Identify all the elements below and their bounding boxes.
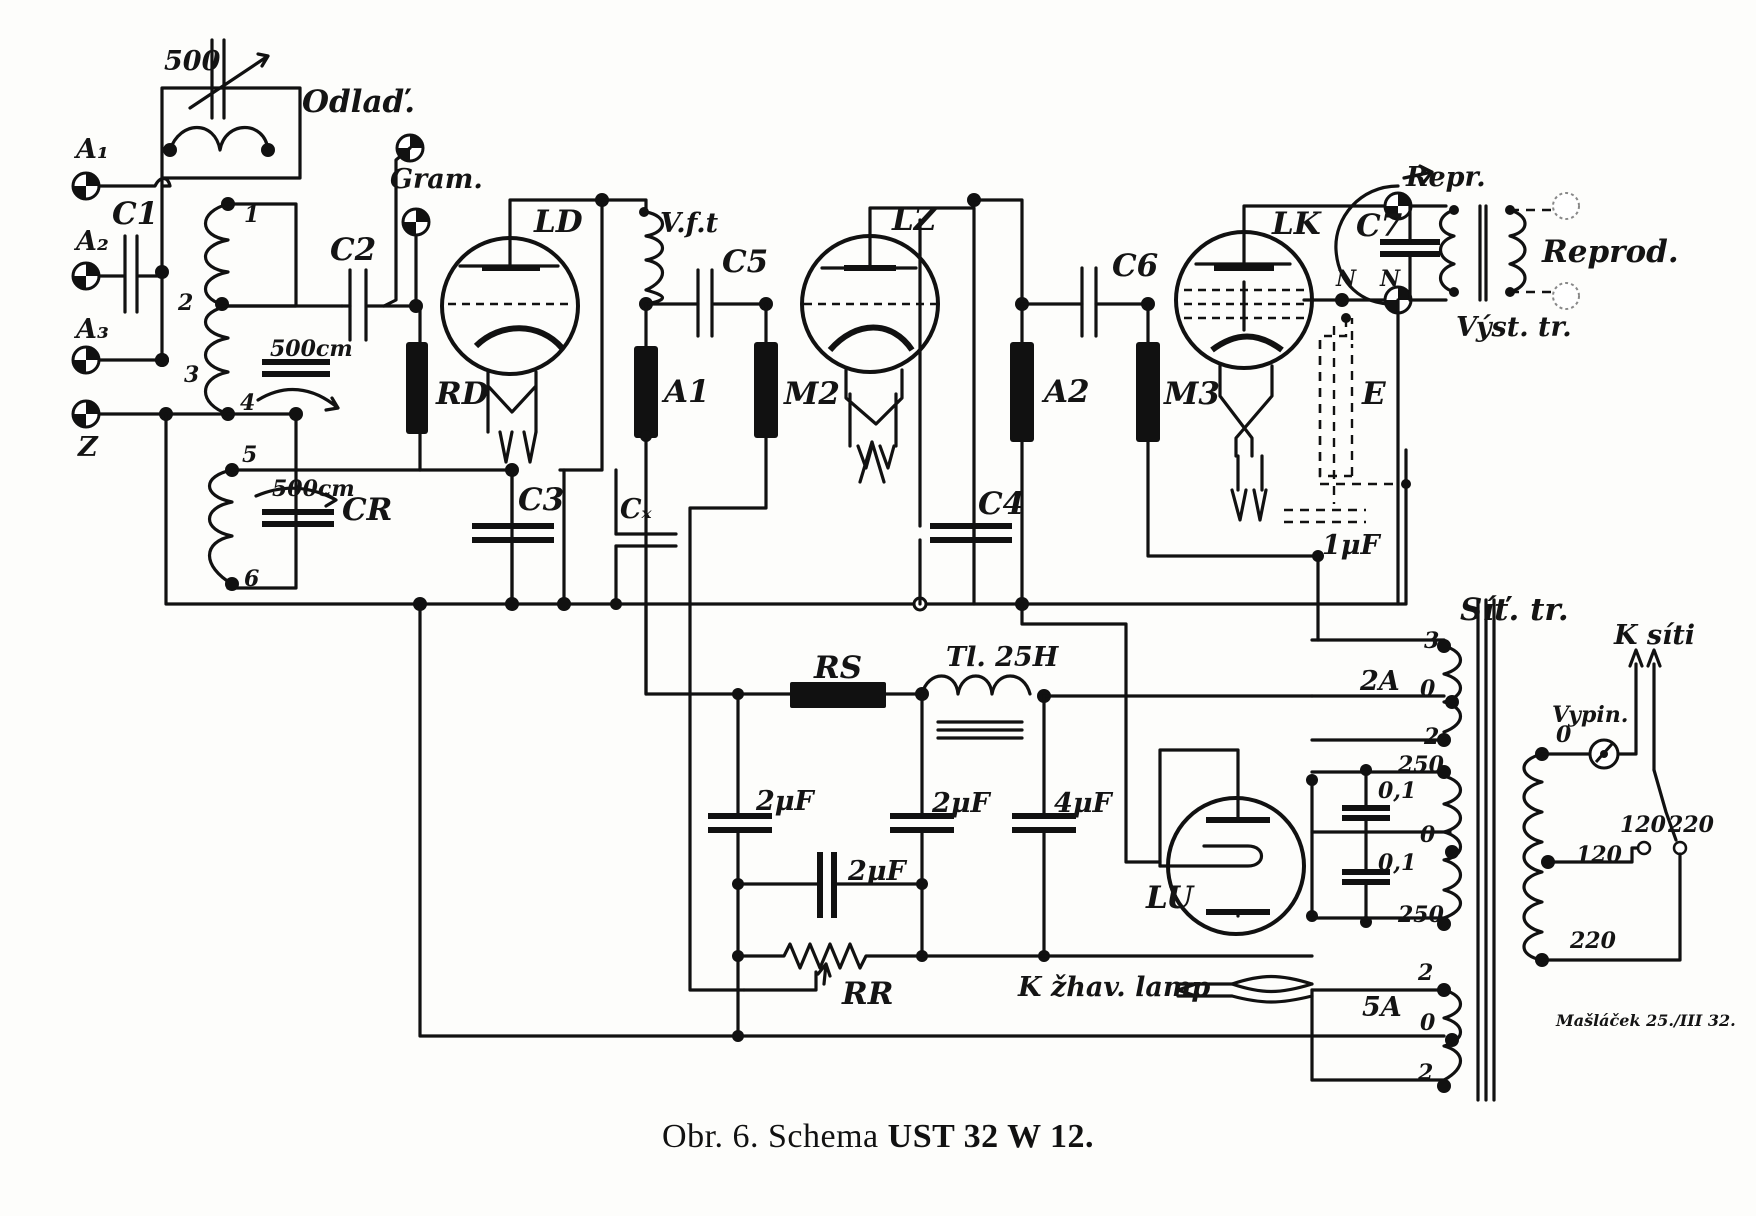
label-a3: A₃ <box>73 314 109 345</box>
label-c4: C4 <box>978 486 1024 522</box>
label-2uf-a: 2μF <box>755 786 816 817</box>
label-m2: M2 <box>783 376 840 412</box>
label-500cm-b: 500cm <box>272 476 355 502</box>
labels: 500 Odlaď. A₁ A₂ A₃ Z C1 C2 1 2 3 4 5 6 … <box>73 46 1736 1086</box>
label-a1: A₁ <box>73 134 109 165</box>
label-tap1: 1 <box>244 202 259 228</box>
label-lk: LK <box>1271 206 1322 242</box>
label-1uf: 1μF <box>1322 530 1382 561</box>
label-500cm-a: 500cm <box>270 336 353 362</box>
caption-prefix: Obr. 6. Schema <box>662 1118 879 1155</box>
label-lu: LU <box>1145 880 1195 916</box>
reproductor-terminal-bottom[interactable] <box>1552 282 1580 310</box>
label-k-siti: K síti <box>1613 620 1695 651</box>
power-switch[interactable] <box>1588 738 1620 770</box>
tube-ld <box>382 193 609 611</box>
label-cr: CR <box>342 492 392 528</box>
label-a1-res: A1 <box>661 374 710 410</box>
label-500: 500 <box>164 46 221 77</box>
label-khav: K žhav. lamp <box>1017 972 1210 1003</box>
label-s2a: 2 <box>1423 724 1439 750</box>
label-tap6: 6 <box>244 566 259 592</box>
label-4uf: 4μF <box>1054 788 1114 819</box>
label-tap5: 5 <box>242 442 257 468</box>
label-odlad: Odlaď. <box>302 84 415 120</box>
label-tap4: 4 <box>240 390 255 416</box>
label-s2b: 2 <box>1417 960 1433 986</box>
label-m3: M3 <box>1163 376 1220 412</box>
tube-lz-stage <box>600 193 1034 992</box>
label-c7: C7 <box>1356 208 1403 244</box>
label-120b: 120 <box>1576 842 1623 868</box>
label-tap3: 3 <box>184 362 199 388</box>
label-vypin: Vypin. <box>1552 702 1628 728</box>
label-2uf-b: 2μF <box>931 788 992 819</box>
input-section <box>71 38 1408 606</box>
label-tl: Tl. 25H <box>946 642 1060 673</box>
label-v0: 0 <box>1556 722 1572 748</box>
label-120a: 120 <box>1620 812 1667 838</box>
antenna-a2-jack[interactable] <box>71 261 101 291</box>
label-z: Z <box>77 432 99 463</box>
label-rr: RR <box>841 976 894 1012</box>
label-s0a: 0 <box>1420 676 1436 702</box>
label-c2: C2 <box>330 232 376 268</box>
label-s2c: 2 <box>1417 1060 1433 1086</box>
tube-lk-stage <box>1020 164 1580 642</box>
label-2a: 2A <box>1359 666 1400 697</box>
label-c5: C5 <box>722 244 768 280</box>
label-vyst-tr: Výst. tr. <box>1456 312 1572 343</box>
label-tap2: 2 <box>177 290 193 316</box>
caption-model: UST 32 W 12. <box>887 1118 1094 1155</box>
label-s0c: 0 <box>1420 1010 1436 1036</box>
label-c6: C6 <box>1112 248 1158 284</box>
label-01b: 0,1 <box>1378 850 1416 876</box>
reproductor-terminal-top[interactable] <box>1552 192 1580 220</box>
power-supply <box>418 598 1688 1102</box>
label-220a: 220 <box>1667 812 1715 838</box>
label-a2-res: A2 <box>1041 374 1090 410</box>
label-e: E <box>1361 376 1386 412</box>
label-cx: Cₓ <box>620 494 652 525</box>
label-5a: 5A <box>1362 992 1402 1023</box>
label-s3: 3 <box>1424 628 1439 654</box>
label-gram: Gram. <box>390 164 483 195</box>
figure-caption: Obr. 6. Schema UST 32 W 12. <box>0 1118 1756 1156</box>
label-n2: N <box>1379 266 1401 292</box>
gram-jack-bottom[interactable] <box>401 207 431 237</box>
label-c1: C1 <box>112 196 158 232</box>
label-reprod: Reprod. <box>1541 234 1679 270</box>
label-sit-tr: Síť. tr. <box>1460 592 1569 628</box>
label-ld: LD <box>533 204 583 240</box>
label-c3: C3 <box>518 482 564 518</box>
ground-z-jack[interactable] <box>71 399 101 429</box>
label-n1: N <box>1335 266 1357 292</box>
label-220b: 220 <box>1569 928 1617 954</box>
label-signature: Mašláček 25./III 32. <box>1555 1011 1736 1030</box>
label-250a: 250 <box>1397 752 1445 778</box>
label-a2: A₂ <box>73 226 109 257</box>
antenna-a1-jack[interactable] <box>71 171 101 201</box>
label-rs: RS <box>813 650 862 686</box>
label-2uf-c: 2μF <box>847 856 908 887</box>
label-vft: V.f.t <box>660 208 719 239</box>
label-repr: Repr. <box>1405 162 1486 193</box>
label-s0b: 0 <box>1420 822 1436 848</box>
label-rd: RD <box>435 376 489 412</box>
label-250b: 250 <box>1397 902 1445 928</box>
antenna-a3-jack[interactable] <box>71 345 101 375</box>
label-lz: LZ <box>891 202 938 238</box>
label-01a: 0,1 <box>1378 778 1416 804</box>
